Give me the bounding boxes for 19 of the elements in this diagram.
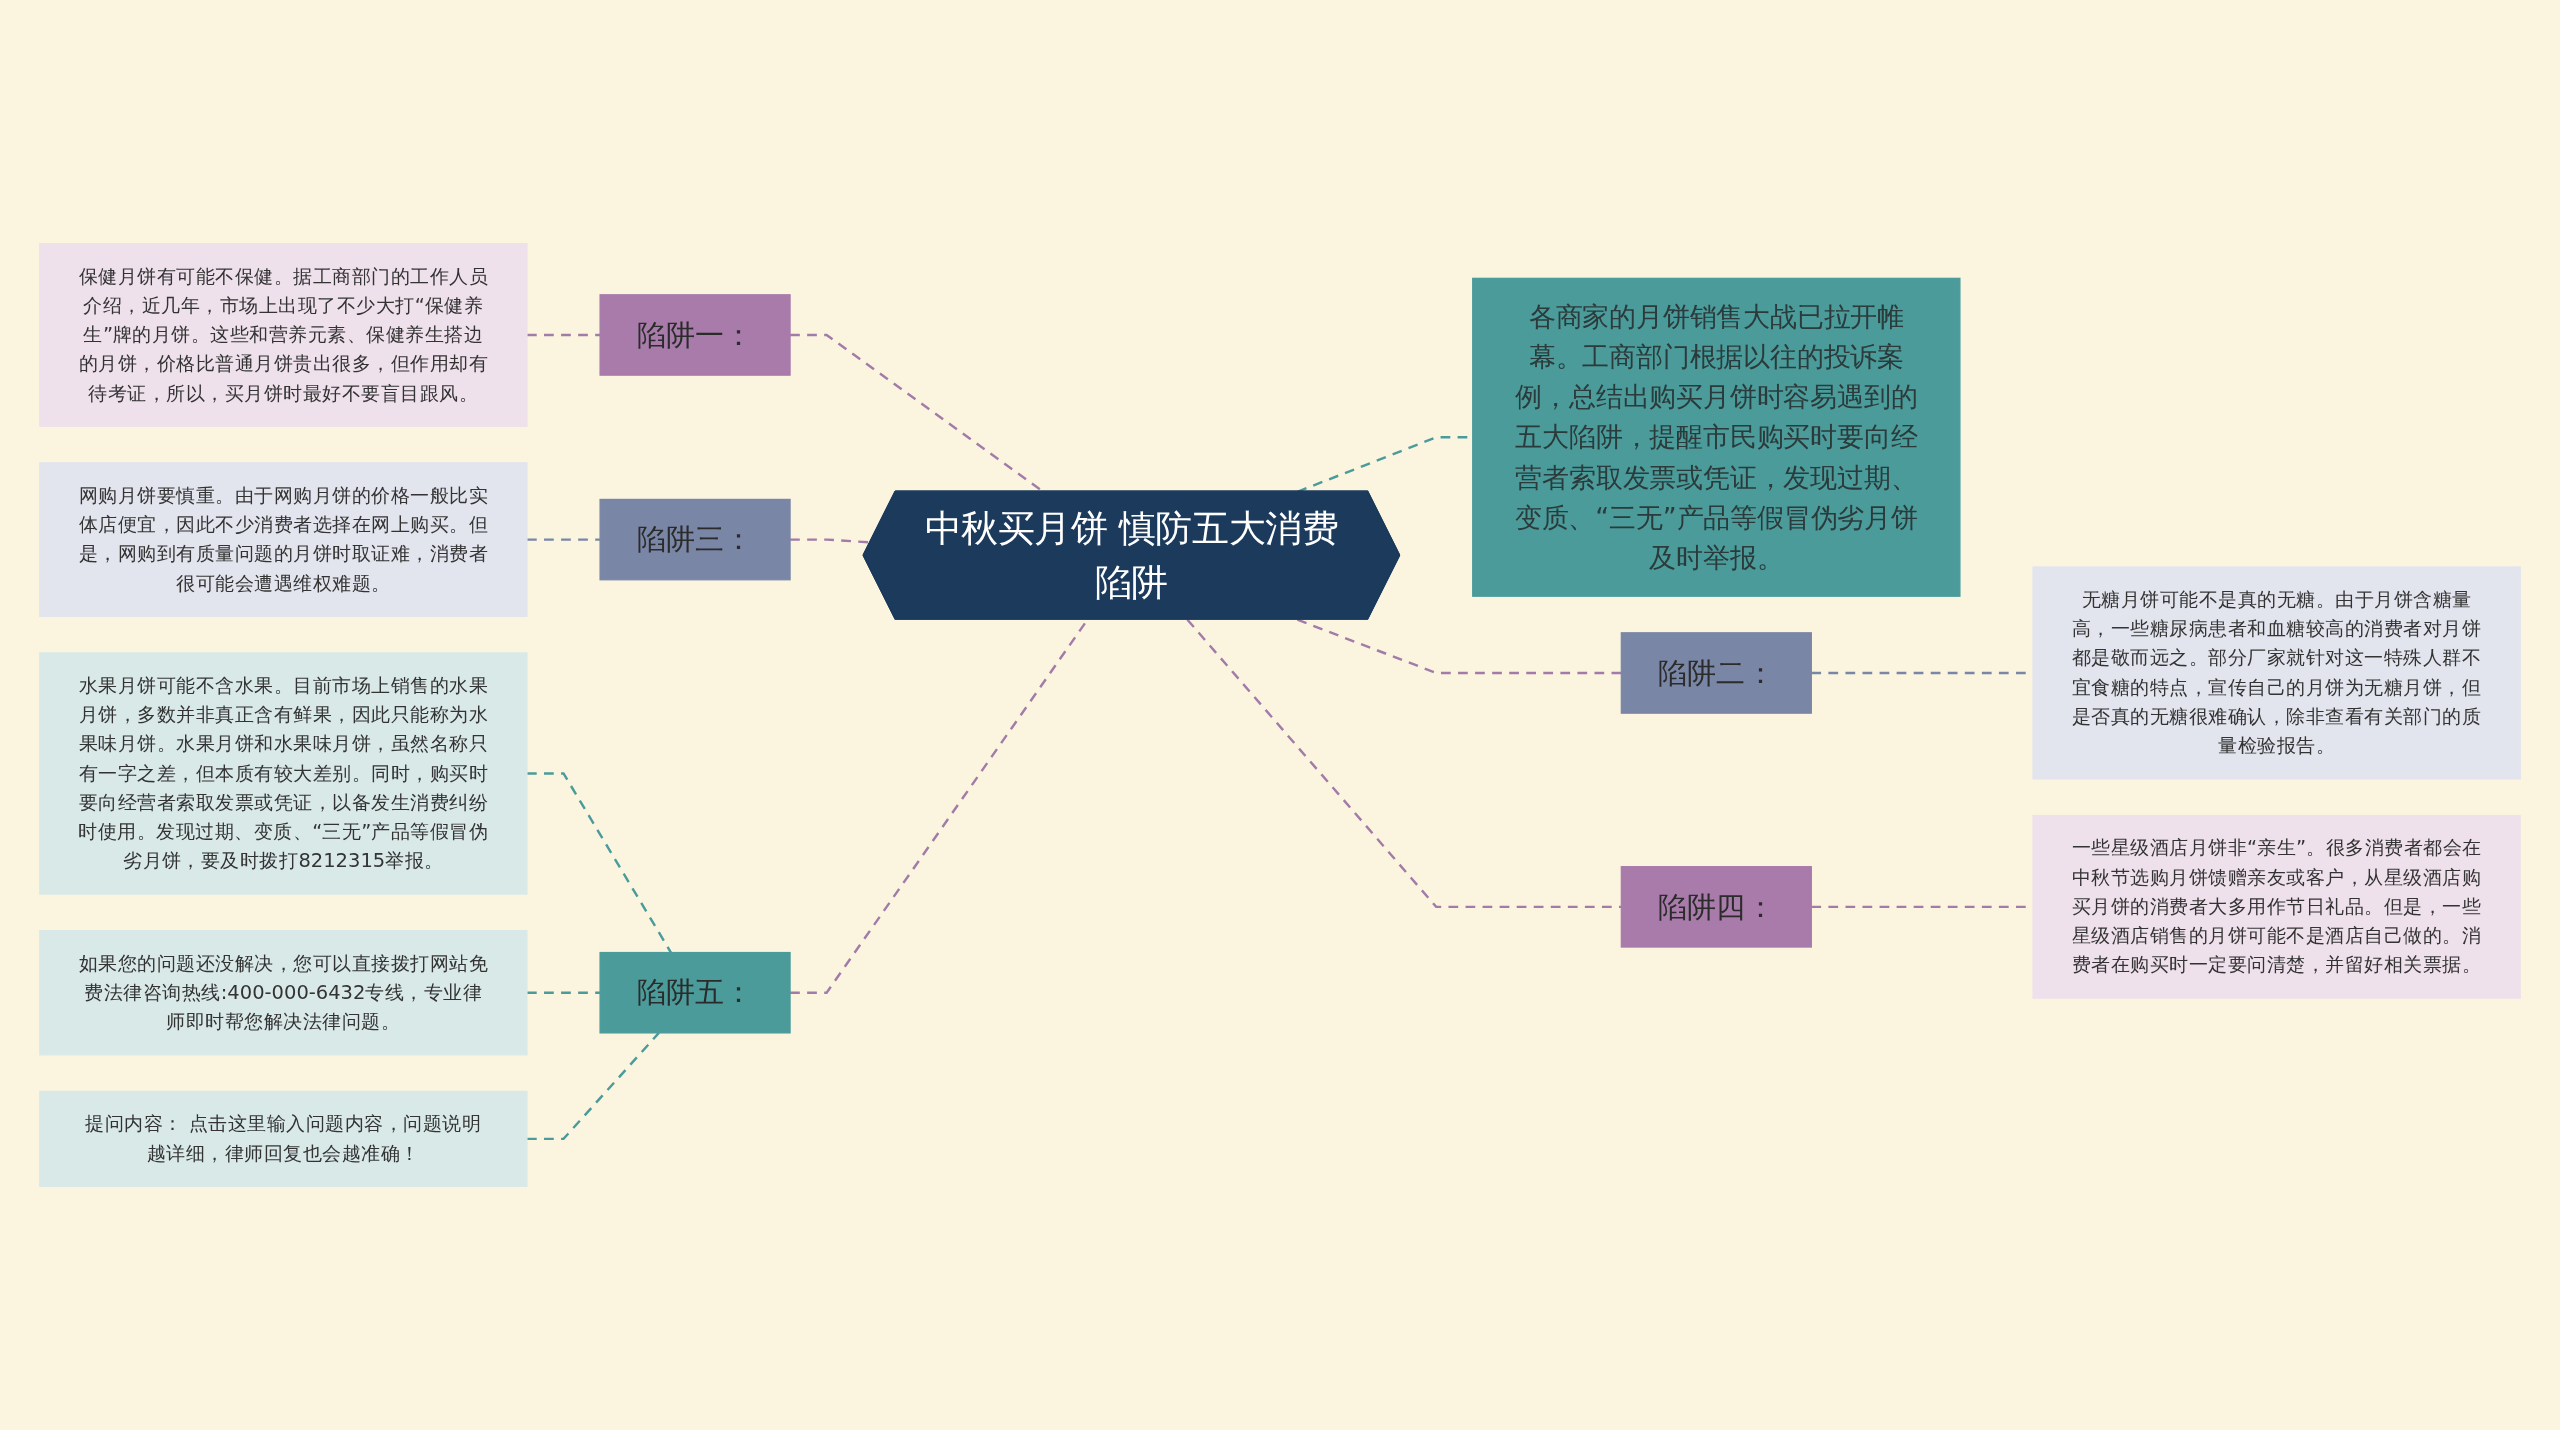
node-box: 提问内容： 点击这里输入问题内容，问题说明越详细，律师回复也会越准确！: [39, 1090, 528, 1187]
connector: [527, 538, 601, 541]
node-box: 保健月饼有可能不保健。据工商部门的工作人员介绍，近几年，市场上出现了不少大打“保健养生”牌的月饼。这些和营养元素、保健养生搭边的月饼，价格比普通月饼贵出很多，但作用却有待考证，所以，买月饼时最好不要盲目跟风。: [39, 243, 528, 427]
node-box: 如果您的问题还没解决，您可以直接拨打网站免费法律咨询热线:400-000-6432专线，专业律师即时帮您解决法律问题。: [39, 930, 528, 1056]
connector: [527, 772, 672, 954]
node-box: 水果月饼可能不含水果。目前市场上销售的水果月饼，多数并非真正含有鲜果，因此只能称为水果味月饼。水果月饼和水果味月饼，虽然名称只有一字之差，但本质有较大差别。同时，购买时要向经营者索取发票或凭证，以备发生消费纠纷时使用。发现过期、变质、“三无”产品等假冒伪劣月饼，要及时拨打8212315举报。: [39, 652, 528, 895]
node-box: 陷阱三：: [599, 498, 791, 581]
node-box: 陷阱五：: [599, 951, 791, 1034]
node-box: 无糖月饼可能不是真的无糖。由于月饼含糖量高，一些糖尿病患者和血糖较高的消费者对月饼都是敬而远之。部分厂家就针对这一特殊人群不宜食糖的特点，宣传自己的月饼为无糖月饼，但是否真的无糖很难确认，除非查看有关部门的质量检验报告。: [2032, 566, 2521, 780]
connector: [1186, 618, 1622, 909]
node-box: 网购月饼要慎重。由于网购月饼的价格一般比实体店便宜，因此不少消费者选择在网上购买。但是，网购到有质量问题的月饼时取证难，消费者很可能会遭遇维权难题。: [39, 462, 528, 617]
node-box: 陷阱二：: [1620, 632, 1812, 714]
connector: [1296, 618, 1622, 675]
connector: [527, 333, 601, 337]
connector: [527, 991, 601, 994]
node-box: 陷阱四：: [1620, 866, 1812, 948]
connector: [527, 1032, 660, 1141]
node-box: 陷阱一：: [599, 294, 791, 376]
node-box: 各商家的月饼销售大战已拉开帷幕。工商部门根据以往的投诉案例，总结出购买月饼时容易遇到的五大陷阱，提醒市民购买时要向经营者索取发票或凭证，发现过期、变质、“三无”产品等假冒伪劣月饼及时举报。: [1472, 277, 1961, 597]
